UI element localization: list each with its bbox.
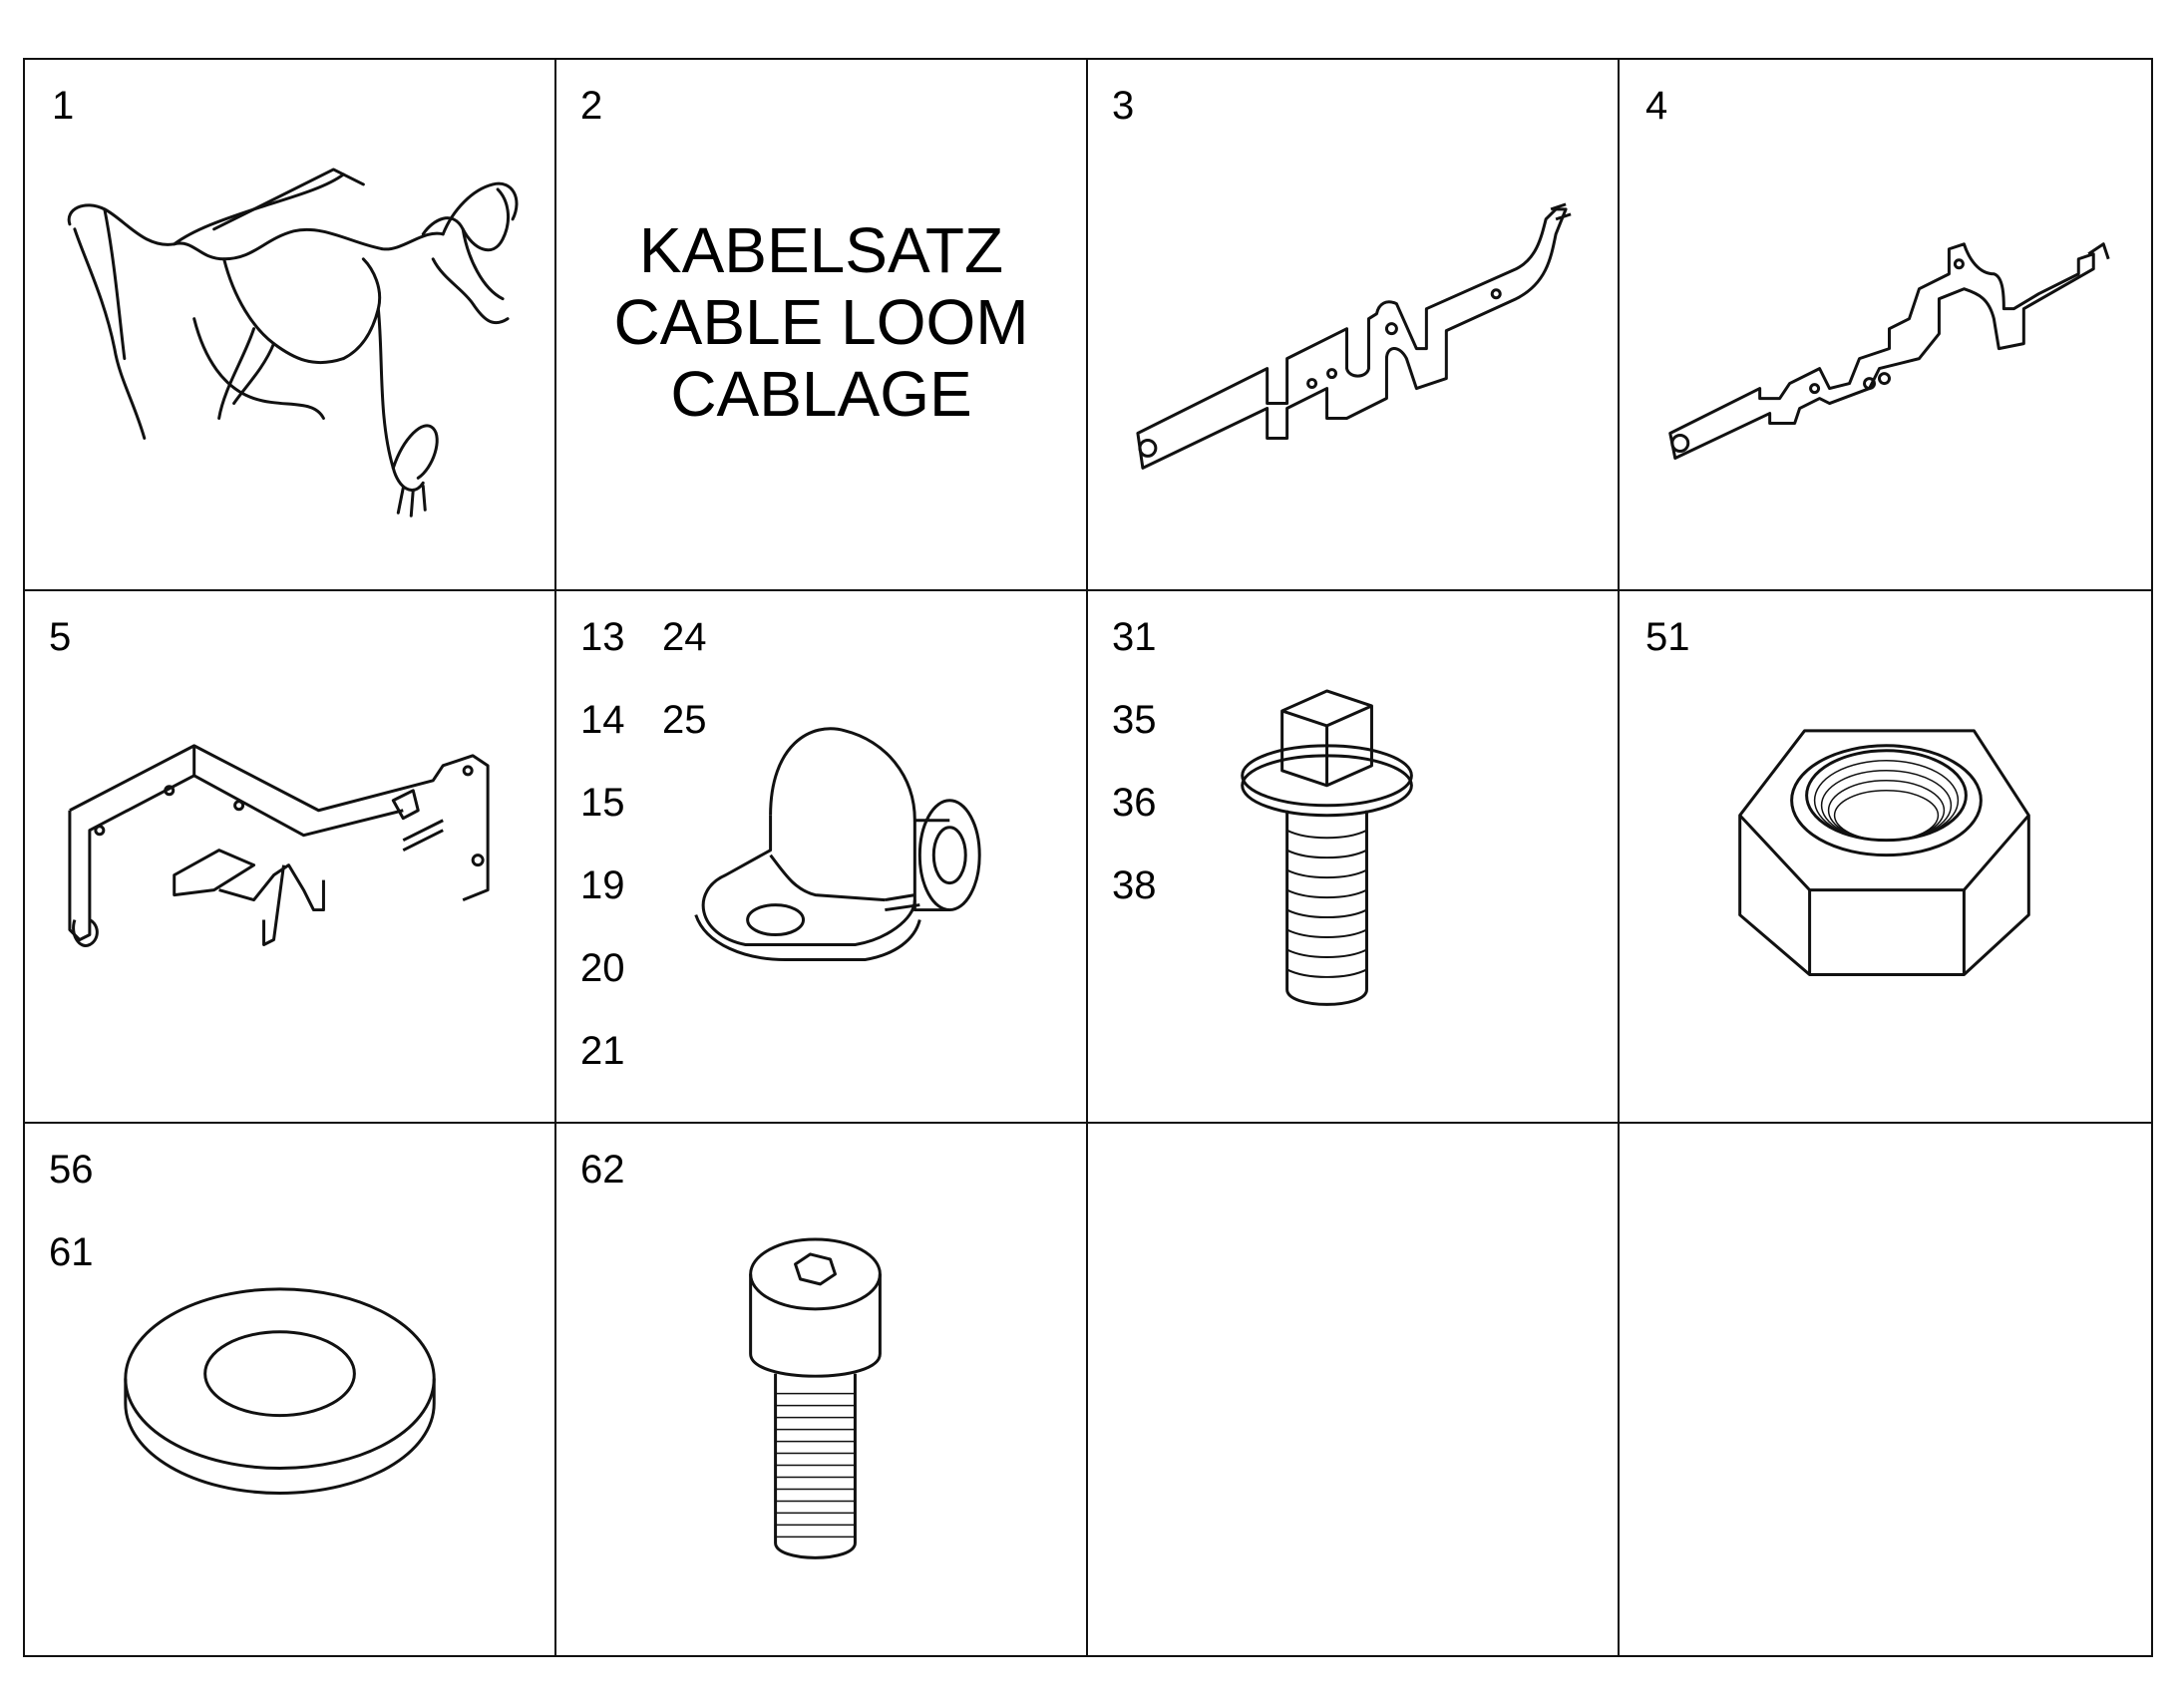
part-number: 38 (1112, 863, 1157, 908)
caption-line: KABELSATZ (638, 214, 1004, 286)
p-clip-drawing (556, 591, 1086, 1121)
empty-cell (1620, 1124, 2151, 1655)
bracket-drawing (1620, 60, 2151, 589)
empty-cell (1088, 1123, 1620, 1655)
part-number: 14 (580, 698, 625, 743)
part-number: 61 (49, 1229, 94, 1274)
part-number: 20 (580, 946, 625, 991)
part-number: 24 (662, 615, 707, 660)
part-number: 3 (1112, 84, 1135, 128)
part-number: 4 (1645, 84, 1668, 128)
frame-bracket-drawing (25, 591, 554, 1121)
parts-grid: 1 2 (23, 58, 2153, 1657)
part-number: 31 (1112, 615, 1157, 660)
part-number: 2 (580, 84, 603, 128)
hex-nut-drawing (1620, 591, 2151, 1121)
part-number: 51 (1645, 615, 1690, 660)
part-number: 21 (580, 1029, 625, 1074)
washer-drawing (25, 1124, 554, 1655)
part-cell-6[interactable]: 13 14 15 19 20 21 24 25 (556, 591, 1088, 1124)
part-number: 25 (662, 698, 707, 743)
caption-line: CABLAGE (670, 358, 972, 430)
part-cell-10[interactable]: 62 (556, 1123, 1088, 1655)
part-cell-4[interactable]: 4 (1620, 60, 2151, 592)
bracket-drawing (1088, 60, 1618, 589)
part-number: 5 (49, 615, 72, 660)
part-number: 13 (580, 615, 625, 660)
part-number: 19 (580, 863, 625, 908)
part-cell-5[interactable]: 5 (25, 591, 556, 1124)
part-cell-7[interactable]: 31 35 36 38 (1088, 591, 1620, 1124)
part-number: 36 (1112, 781, 1157, 826)
flange-bolt-drawing (1088, 591, 1618, 1121)
part-number: 62 (580, 1147, 625, 1192)
part-number: 35 (1112, 698, 1157, 743)
part-number: 56 (49, 1147, 94, 1192)
part-number: 15 (580, 781, 625, 826)
caption-line: CABLE LOOM (613, 286, 1029, 358)
cable-loom-caption: KABELSATZ CABLE LOOM CABLAGE (556, 214, 1086, 430)
socket-cap-screw-drawing (556, 1124, 1086, 1655)
part-cell-2[interactable]: 2 KABELSATZ CABLE LOOM CABLAGE (556, 60, 1088, 592)
part-cell-1[interactable]: 1 (25, 60, 556, 592)
cable-harness-drawing (25, 60, 554, 589)
part-cell-9[interactable]: 56 61 (25, 1123, 556, 1655)
part-number: 1 (52, 84, 75, 128)
part-cell-8[interactable]: 51 (1620, 591, 2151, 1124)
part-cell-3[interactable]: 3 (1088, 60, 1620, 592)
